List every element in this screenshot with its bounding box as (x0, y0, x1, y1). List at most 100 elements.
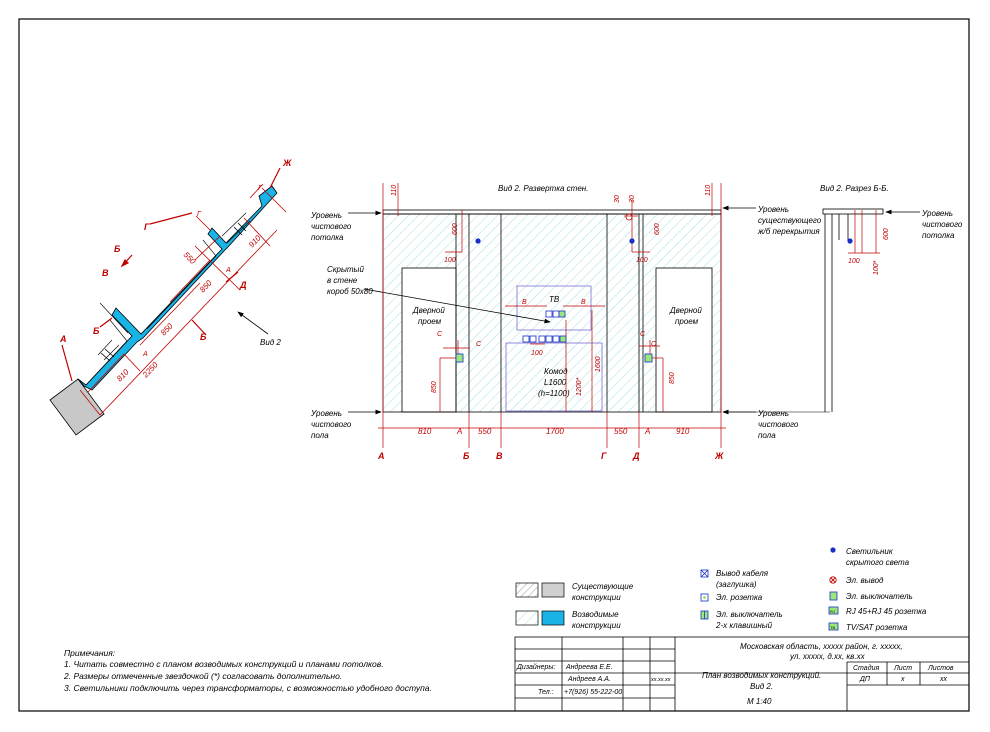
bottom-dim-910: 910 (676, 427, 690, 436)
section-title: Вид 2. Разрез Б-Б. (820, 184, 889, 193)
dim-600-right: 600 (654, 223, 661, 235)
hidden-box-1: Скрытый (327, 265, 364, 274)
outlet-icon (625, 213, 633, 221)
legend-outlet: Эл. вывод (846, 576, 884, 585)
axis-v: В (496, 451, 503, 461)
door-left-label2: проем (418, 317, 442, 326)
existing-hatch-swatch (515, 582, 539, 598)
dim-30-b: 30 (629, 195, 636, 203)
section-dim-100: 100 (848, 258, 860, 265)
plan-letter-g: Г (144, 222, 150, 232)
tb-phone: +7(926) 55-222-00 (564, 689, 622, 696)
tb-designers-label: Дизайнеры: (516, 663, 556, 671)
plan-letter-d: Д (239, 280, 247, 290)
lamp-icon (475, 238, 481, 244)
dim-c2: С (476, 341, 482, 348)
tv-box (516, 285, 592, 331)
ceiling-left-1: Уровень (310, 211, 342, 220)
view-2-label: Вид 2 (260, 338, 281, 347)
plan-dim-550: 550 (182, 250, 198, 266)
bottom-dim-a: А (456, 427, 462, 436)
new-wall-plan (77, 185, 278, 391)
legend-existing-2: конструкции (572, 593, 621, 602)
plan-letter-b2: Б (93, 326, 100, 336)
rj45-socket-icon: RJ (828, 606, 839, 615)
legend-tvsat: TV/SAT розетка (846, 623, 908, 632)
section-slab (822, 208, 884, 215)
legend-dswitch-1: Эл. выключатель (716, 610, 783, 619)
tb-title-2: Вид 2. (750, 682, 773, 691)
axis-zh: Ж (714, 451, 724, 461)
cable-outlet-icon (700, 569, 709, 578)
door-right-label1: Дверной (669, 306, 702, 315)
hidden-box-2: в стене (327, 276, 358, 285)
tb-stage: ДП (859, 676, 871, 683)
dresser-line3: (h=1100) (538, 389, 570, 398)
switch-icon (829, 591, 838, 601)
tb-sheet-label: Лист (893, 665, 912, 672)
socket-icon (700, 593, 709, 602)
tb-title-1: План возводимых конструкций. (702, 671, 821, 680)
floor-left-1: Уровень (310, 409, 342, 418)
section-ceiling-1: Уровень (921, 209, 953, 218)
floor-left-3: пола (311, 431, 329, 440)
door-left (401, 267, 457, 413)
dim-c1: С (437, 331, 443, 338)
notes-item-1: 1. Читать совместно с планом возводимых … (64, 659, 384, 669)
dim-600-left: 600 (452, 223, 459, 235)
plan-cut-a: А (142, 351, 148, 358)
dim-c4: С (651, 341, 657, 348)
switch-icon (455, 353, 464, 363)
tv-label: ТВ (549, 295, 560, 304)
sheet-frame (18, 18, 970, 712)
legend-light-1: Светильник (846, 547, 894, 556)
section-view: Вид 2. Разрез Б-Б. 600 100 100* Уровень … (820, 184, 963, 412)
dim-100-left: 100 (444, 257, 456, 264)
bottom-dim-1700: 1700 (546, 427, 564, 436)
tb-scale: М 1:40 (747, 697, 772, 706)
dim-c3: С (640, 331, 646, 338)
tb-designer-2: Андреев А.А. (567, 675, 611, 683)
tb-designer-1: Андреева Е.Е. (565, 663, 613, 671)
lamp-icon (847, 238, 853, 244)
axis-d: Д (632, 451, 640, 461)
svg-text:RJ: RJ (830, 609, 835, 614)
plan-cut-g2: Г (258, 185, 263, 192)
floor-right-1: Уровень (757, 409, 789, 418)
plan-letter-a: А (59, 334, 67, 344)
plan-letter-v: В (102, 268, 109, 278)
hidden-light-icon (830, 547, 836, 553)
existing-column (49, 378, 105, 436)
bottom-dim-550b: 550 (614, 427, 628, 436)
bottom-dim-810: 810 (418, 427, 432, 436)
tb-sheet: х (900, 676, 905, 683)
tb-date: хх.хх.хх (650, 677, 671, 683)
legend-dswitch-2: 2-х клавишный (715, 621, 773, 630)
dresser-box (505, 342, 603, 412)
dim-110-right: 110 (705, 185, 712, 196)
legend-light-2: скрытого света (846, 558, 910, 567)
floor-right-3: пола (758, 431, 776, 440)
double-switch-icon (700, 610, 709, 620)
legend-new-1: Возводимые (572, 610, 619, 619)
door-right-label2: проем (675, 317, 699, 326)
legend-switch: Эл. выключатель (846, 592, 913, 601)
slab-right-1: Уровень (757, 205, 789, 214)
dim-850-left: 850 (431, 381, 438, 393)
plan-cut-a2: А (225, 267, 231, 274)
notes: Примечания: 1. Читать совместно с планом… (63, 648, 432, 693)
dim-30-a: 30 (614, 195, 621, 203)
dim-850-right: 850 (669, 372, 676, 384)
bottom-dim-a2: А (644, 427, 650, 436)
dresser-line1: Комод (544, 367, 568, 376)
tb-address-1: Московская область, ххххх район, г. хххх… (740, 642, 903, 651)
section-ceiling-3: потолка (922, 231, 955, 240)
legend-socket: Эл. розетка (716, 593, 763, 602)
hidden-box-3: короб 50х80 (327, 287, 373, 296)
elevation-view: Вид 2. Развертка стен. ТВ Комод L1600 (h… (310, 183, 830, 461)
notes-item-3: 3. Светильники подключить через трансфор… (64, 683, 432, 693)
bottom-dim-550a: 550 (478, 427, 492, 436)
notes-item-2: 2. Размеры отмеченные звездочкой (*) сог… (63, 671, 342, 681)
dim-1200: 1200* (576, 377, 583, 396)
